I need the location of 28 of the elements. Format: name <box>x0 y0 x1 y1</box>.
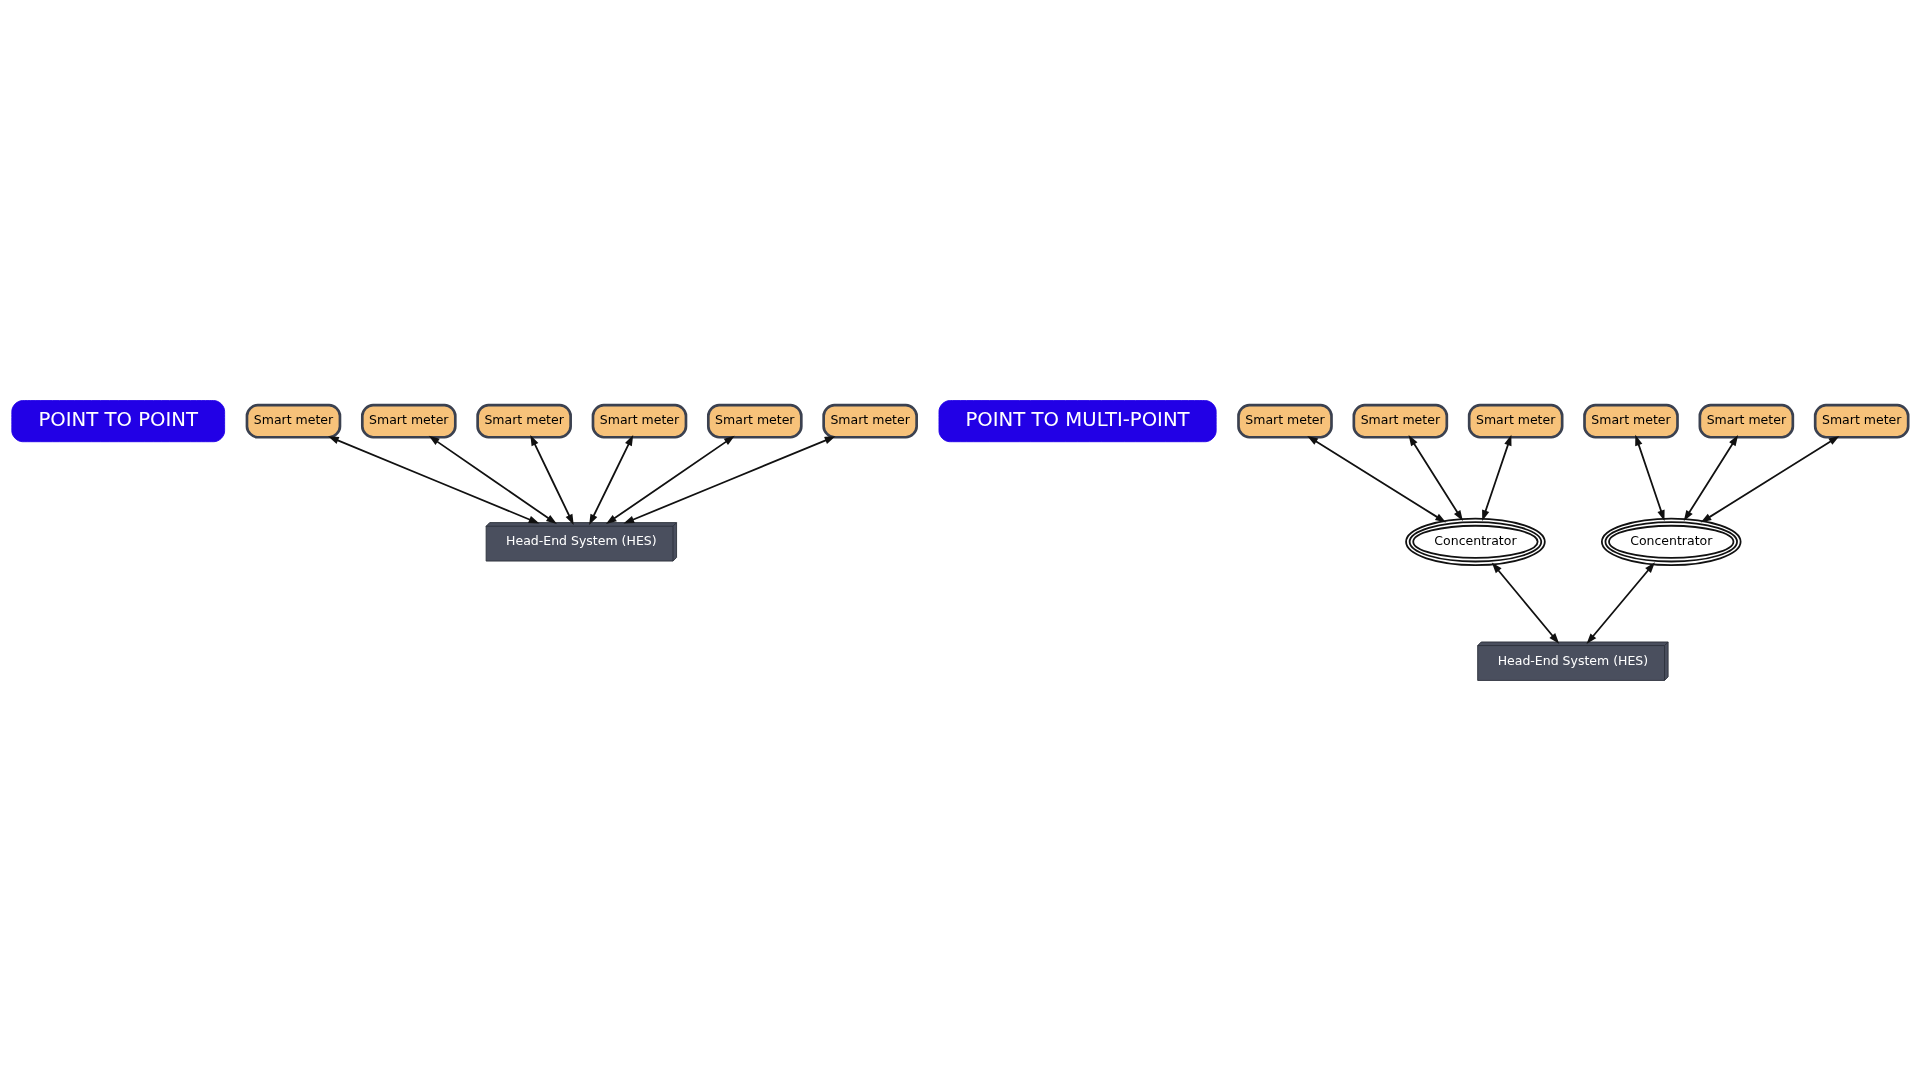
arrow <box>328 435 540 524</box>
arrow <box>530 434 574 525</box>
node-box: Smart meter <box>245 403 342 439</box>
node-box: Smart meter <box>707 403 803 439</box>
node-box: Smart meter <box>1698 403 1795 439</box>
node-box: Smart meter <box>360 403 457 439</box>
arrow <box>1683 434 1739 521</box>
node-box: Smart meter <box>591 403 688 439</box>
node-box: Smart meter <box>1467 403 1564 439</box>
arrow <box>1700 435 1840 523</box>
node-box: Smart meter <box>822 403 918 439</box>
arrow <box>1586 561 1655 644</box>
node-box: POINT TO MULTI-POINT <box>938 399 1217 442</box>
node-box: Smart meter <box>1813 403 1910 439</box>
arrow <box>1635 434 1665 521</box>
node-box: Smart meter <box>1237 403 1333 439</box>
node-box: Smart meter <box>1352 403 1449 439</box>
node-box: Smart meter <box>1583 403 1679 439</box>
arrow <box>623 435 836 524</box>
arrow <box>1408 434 1463 521</box>
arrow <box>589 434 634 525</box>
arrow <box>1307 435 1447 523</box>
arrow <box>1491 562 1560 644</box>
arrow <box>428 435 557 524</box>
node-box: Smart meter <box>476 403 572 439</box>
node-box: POINT TO POINT <box>11 399 226 442</box>
arrow <box>1482 434 1512 521</box>
arrow <box>605 435 735 524</box>
